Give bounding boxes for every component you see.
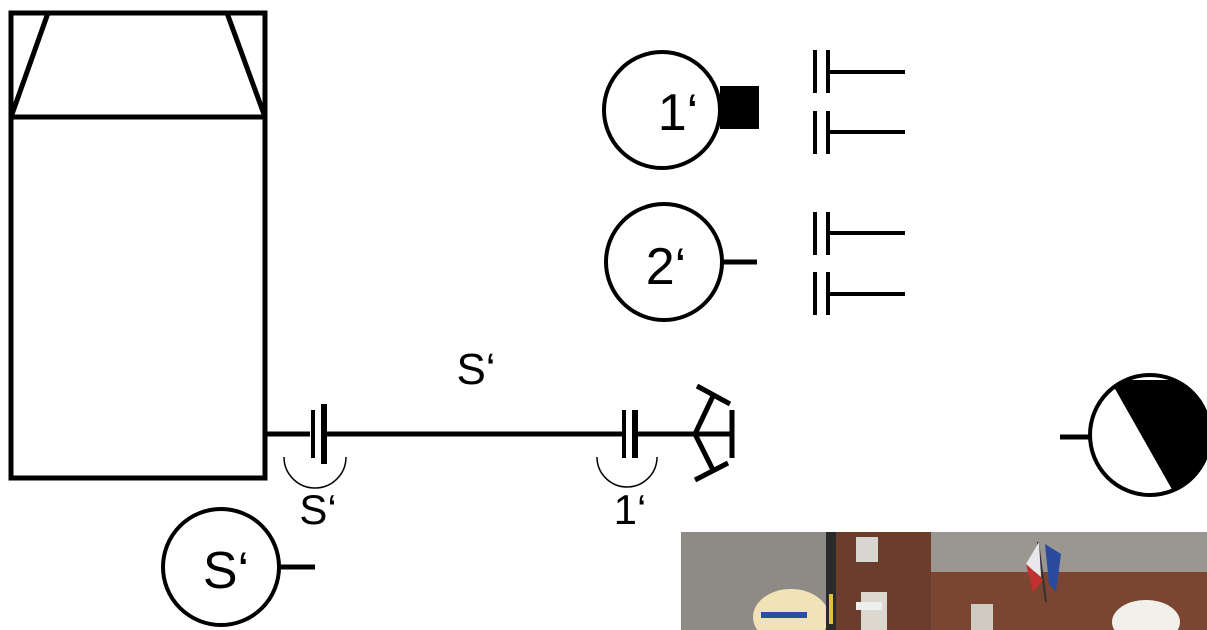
member-2-label: 2‘ — [646, 238, 686, 296]
photo-thumbnail — [681, 532, 1207, 630]
member-1-label: 1‘ — [658, 84, 698, 142]
member-s-symbol: S‘ — [161, 507, 315, 627]
vehicle-windshield-right — [224, 12, 268, 118]
coupling-right-arc — [596, 456, 658, 488]
hose-pair-1-icon — [813, 50, 905, 154]
nozzle-block-icon — [720, 86, 759, 129]
coupling-left-label: S‘ — [299, 486, 336, 533]
member-s-label: S‘ — [203, 542, 249, 600]
hose-line — [265, 404, 695, 464]
vehicle-body — [8, 10, 268, 481]
member-1-symbol: 1‘ — [602, 50, 759, 170]
member-2-symbol: 2‘ — [604, 202, 757, 322]
hose-label: S‘ — [456, 345, 495, 394]
coupling-right-label: 1‘ — [614, 486, 647, 533]
hose-pair-2-icon — [813, 212, 905, 315]
distributor-icon — [692, 383, 735, 483]
coupling-left-arc — [283, 456, 347, 489]
half-filled-circle-icon — [1060, 373, 1207, 497]
vehicle — [8, 10, 268, 481]
vehicle-windshield-left — [8, 12, 51, 118]
